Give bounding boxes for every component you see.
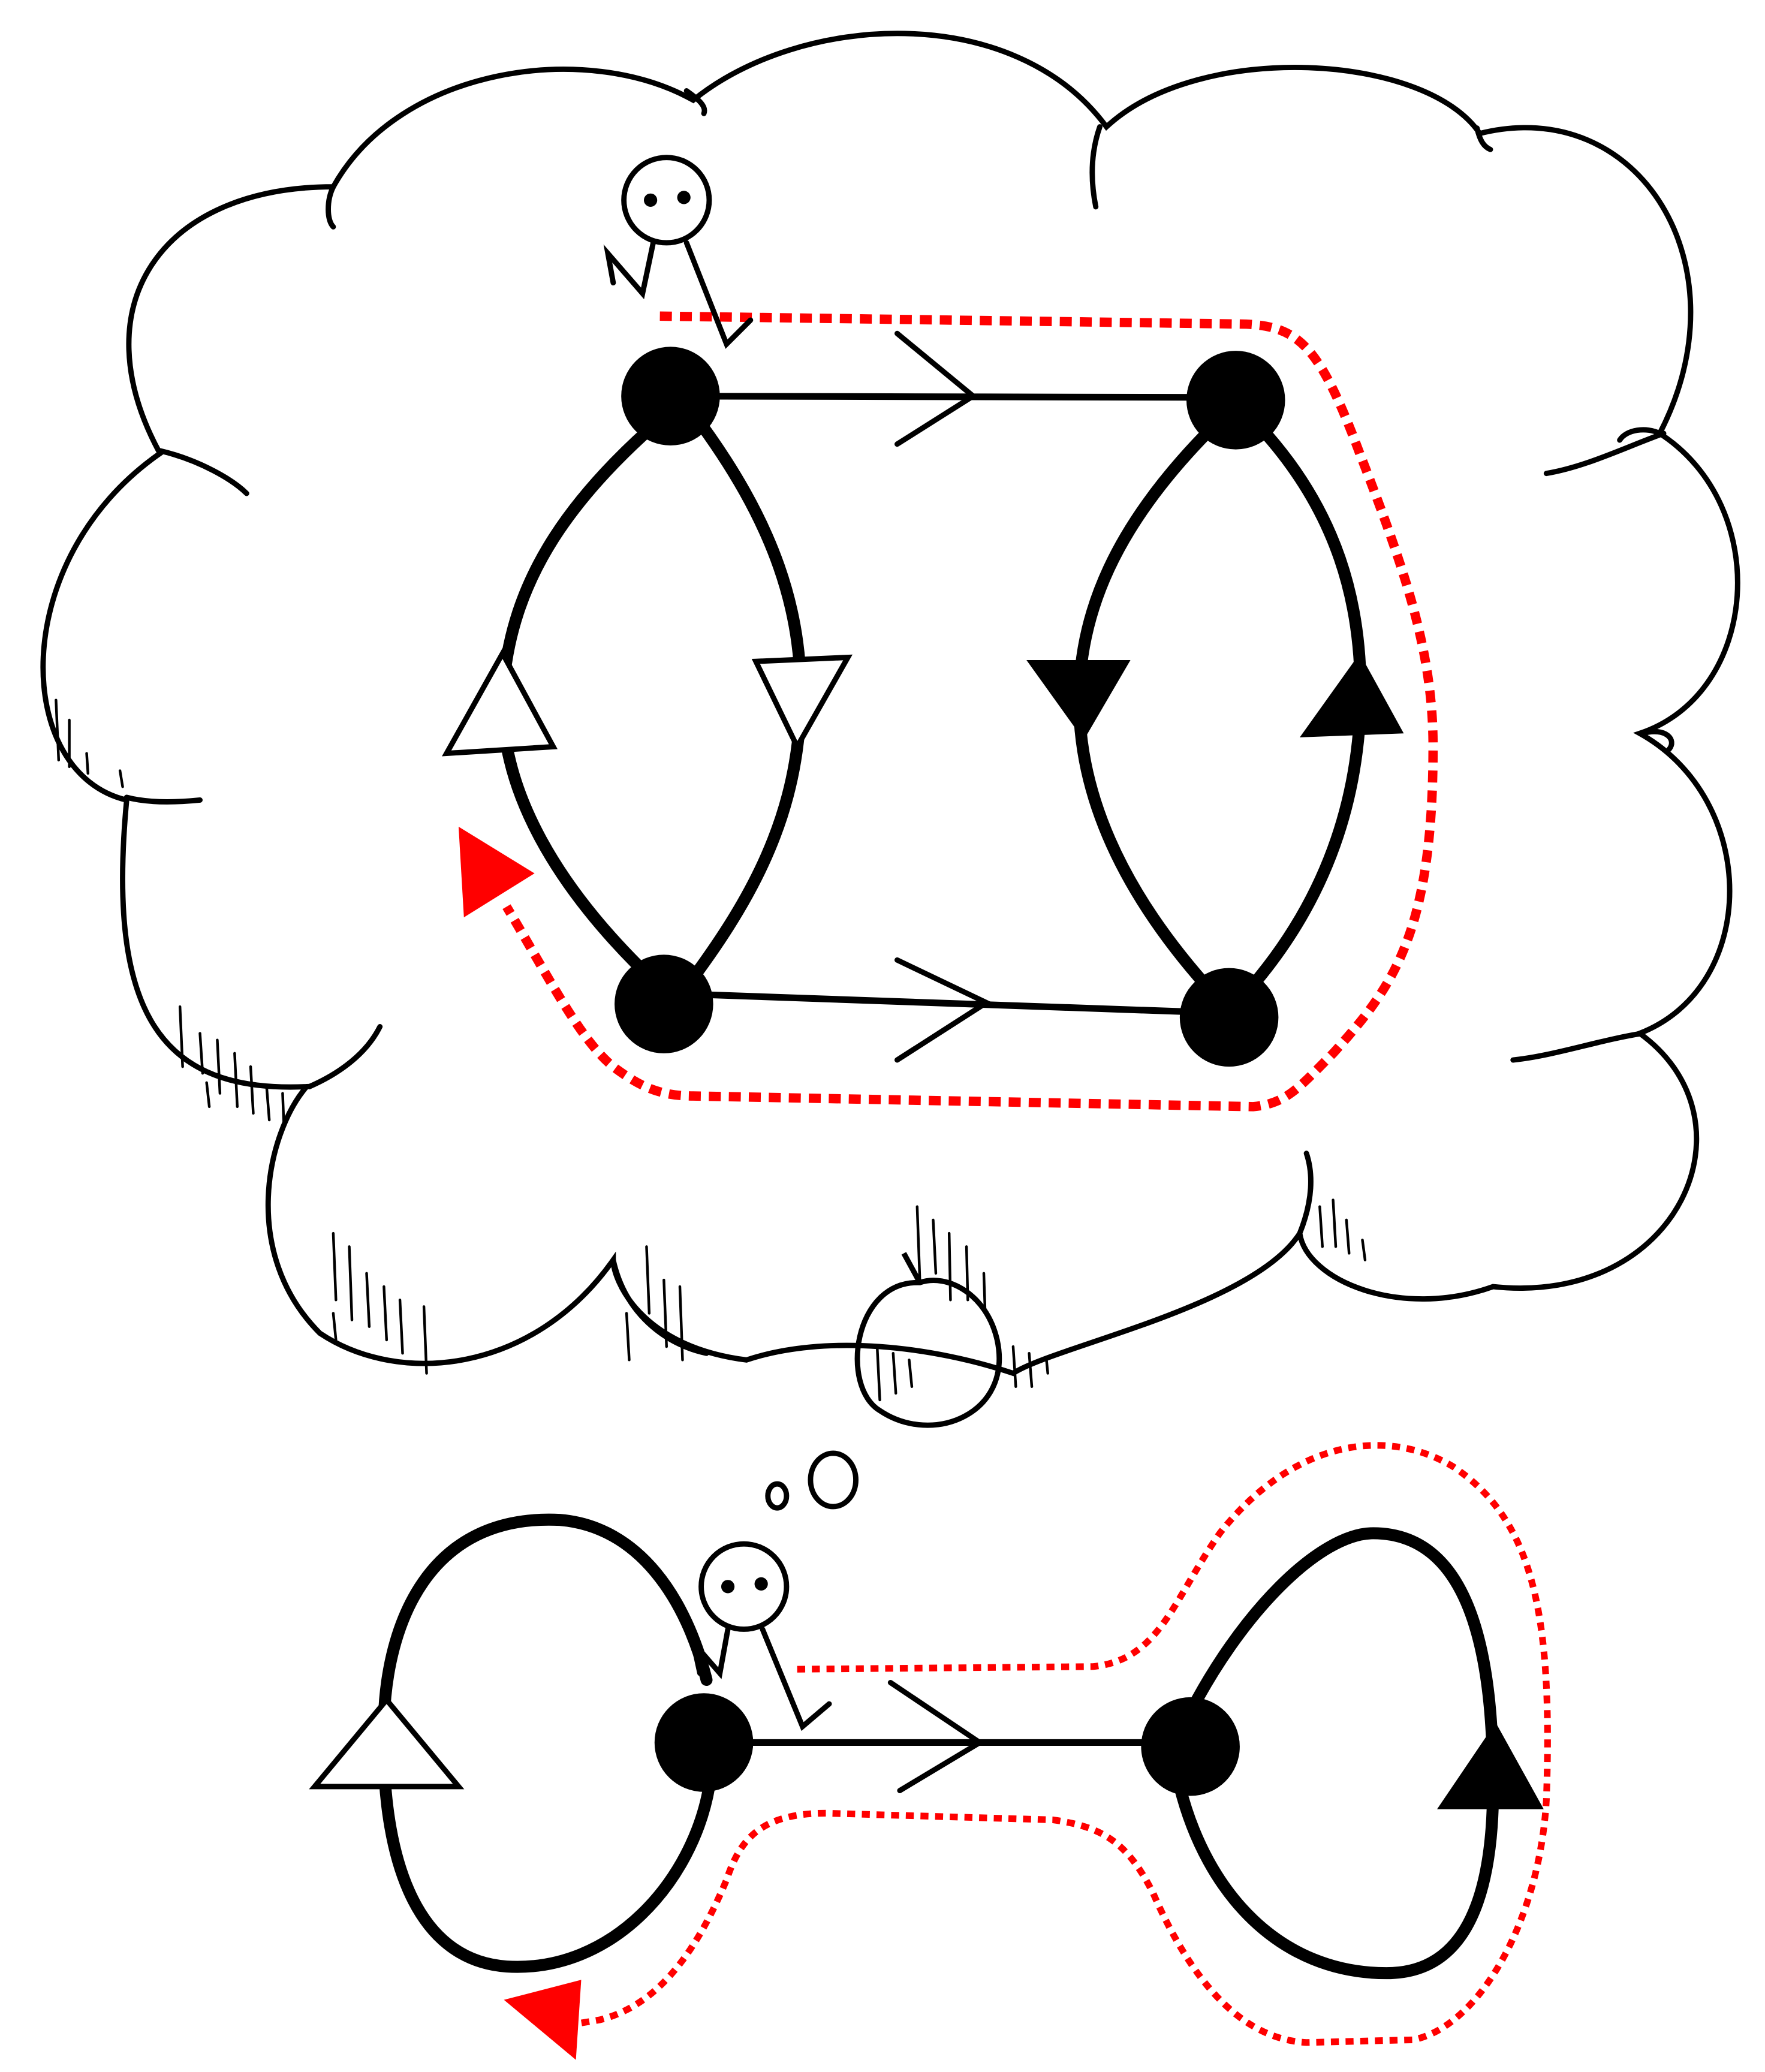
top-straight-edges — [663, 393, 1237, 1017]
filled-arrowhead-icon — [1437, 1722, 1544, 1809]
red-arrowhead-icon — [458, 826, 535, 918]
graph-node-icon — [654, 1693, 1240, 1796]
open-chevron-arrow-icon — [894, 330, 992, 1063]
stick-figure-icon — [603, 155, 754, 349]
red-arrowhead-icon — [504, 1980, 582, 2060]
hollow-arrowhead-icon — [442, 648, 558, 757]
cloud-hatching — [55, 698, 1367, 1402]
bottom-graph — [309, 1442, 1551, 2060]
open-chevron-arrow-icon — [887, 1679, 985, 1793]
filled-arrowhead-icon — [1026, 659, 1131, 740]
hollow-arrowhead-icon — [309, 1695, 465, 1790]
stick-figure-icon — [690, 1541, 832, 1731]
top-left-lens-edges — [496, 407, 807, 993]
top-graph — [442, 155, 1438, 1112]
graph-node-icon — [615, 347, 1285, 1067]
bottom-path-dotted — [559, 1442, 1551, 2046]
hollow-arrowhead-icon — [751, 654, 853, 753]
top-path-dotted — [502, 311, 1438, 1112]
thought-cloud-icon — [40, 31, 1740, 1377]
thought-bubble-icon — [765, 1252, 1002, 1511]
filled-arrowhead-icon — [1299, 653, 1404, 737]
